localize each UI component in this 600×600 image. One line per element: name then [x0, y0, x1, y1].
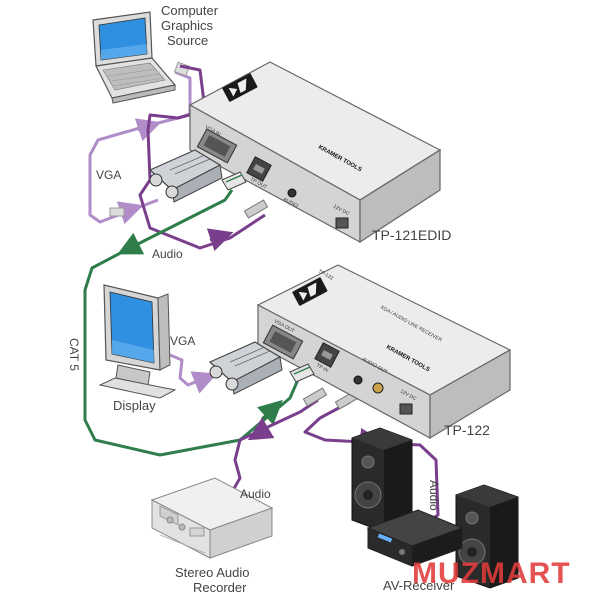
audio-recorder-icon — [150, 477, 274, 559]
av-receiver-icon — [366, 509, 464, 567]
cat5-label: CAT 5 — [67, 338, 81, 371]
power-port-top — [335, 217, 349, 229]
kramer-logo — [222, 73, 258, 102]
power-port-bottom — [399, 403, 413, 415]
speaker-icon-left — [351, 427, 413, 533]
recorder-label-line2: Recorder — [193, 580, 247, 595]
audio-out-jack — [353, 375, 363, 385]
vga-in-port — [196, 128, 238, 164]
source-label-line2: Graphics — [161, 18, 214, 33]
recorder-label-line1: Stereo Audio — [175, 565, 249, 580]
receiver-label: AV-Receiver — [383, 578, 455, 593]
display-label: Display — [113, 398, 156, 413]
vga-out-port — [262, 324, 304, 360]
audio-out-rca — [372, 382, 384, 394]
vga-cable-display — [169, 353, 213, 387]
audio-label-bottom: Audio — [240, 487, 271, 501]
rj45-plug-bottom — [289, 363, 315, 383]
tp121edid-device: KRAMER TOOLS VGA IN TP OUT AUDIO 12V DC — [188, 61, 442, 244]
kramer-logo-bottom — [292, 277, 328, 306]
port-label-tp-in: TP IN — [315, 363, 329, 375]
laptop-icon — [92, 11, 177, 104]
vga-label-top: VGA — [96, 168, 121, 182]
speaker-icon-right — [455, 484, 519, 589]
source-label-line3: Source — [167, 33, 208, 48]
device-label-top: TP-121EDID — [372, 227, 451, 243]
source-label-line1: Computer — [161, 3, 219, 18]
device-label-bottom: TP-122 — [444, 422, 490, 438]
audio-label-top: Audio — [152, 247, 183, 261]
vga-label-bottom: VGA — [170, 334, 195, 348]
vga-plug-bottom — [208, 341, 283, 395]
audio-cable-recorder — [230, 398, 319, 493]
tp122-device: TP-122 XGA / AUDIO LINE RECEIVER KRAMER … — [256, 264, 512, 440]
vga-cable-source — [88, 70, 192, 224]
tp-in-port — [314, 342, 340, 368]
rj45-plug-top — [221, 171, 247, 191]
audio-label-right: Audio — [427, 480, 441, 511]
monitor-icon — [98, 284, 177, 399]
audio-in-jack — [287, 188, 297, 198]
vga-plug-top — [148, 149, 223, 203]
watermark-logo: MUZMART — [412, 557, 571, 590]
tp-out-port — [246, 156, 272, 182]
